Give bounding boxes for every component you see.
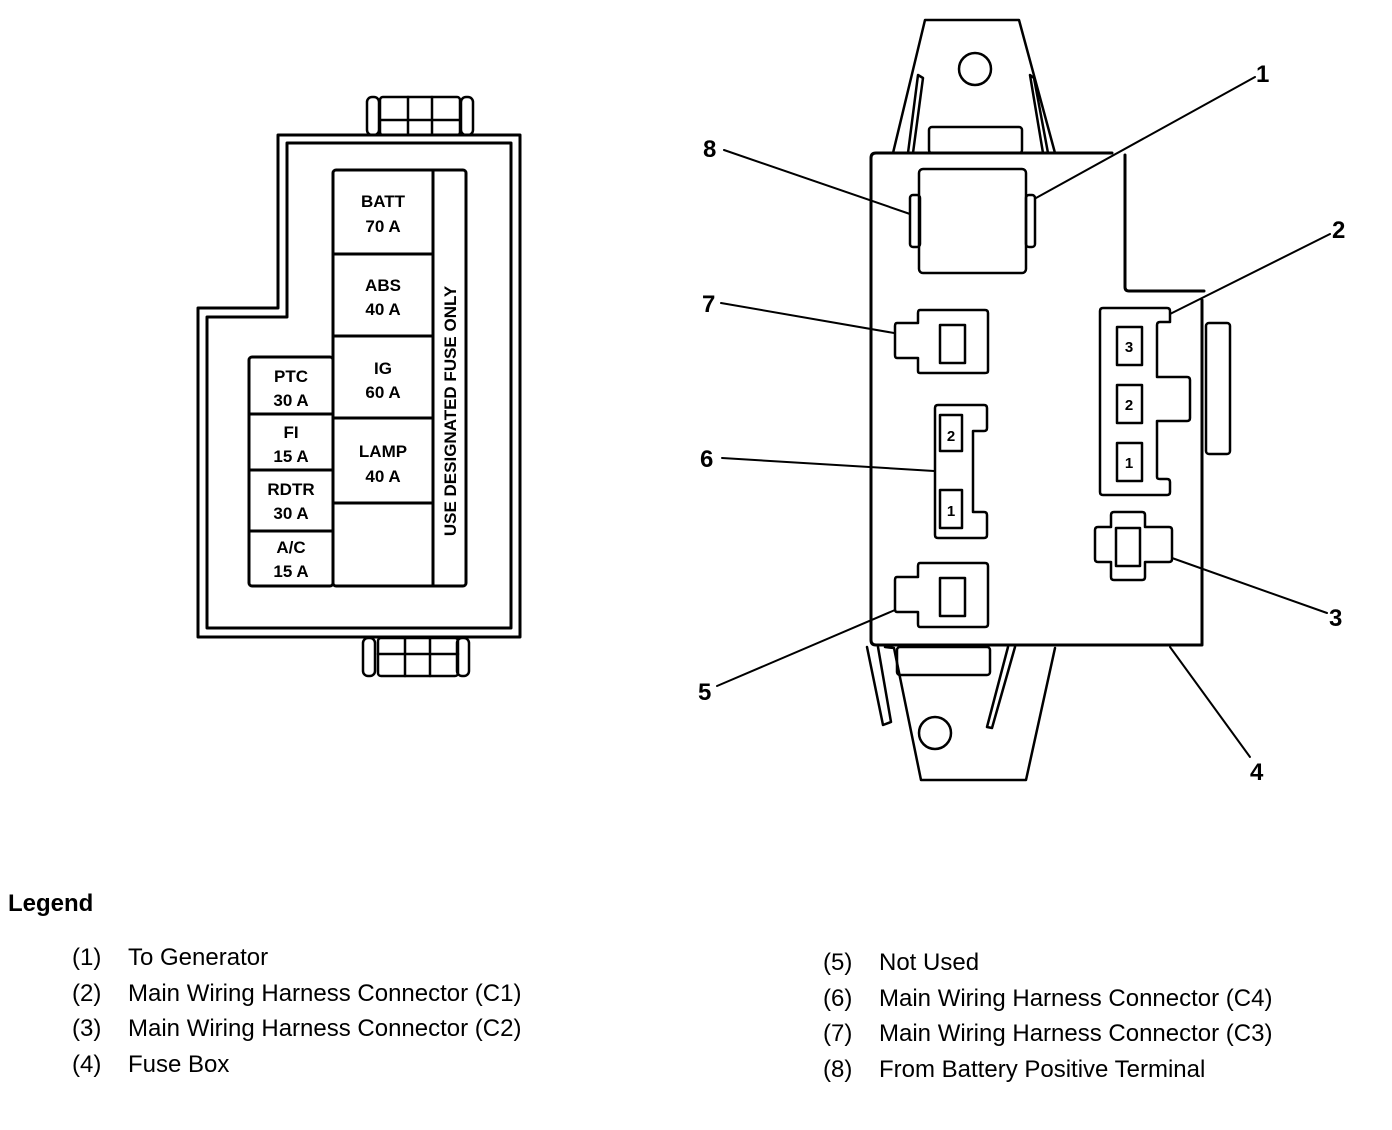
fuse-name: ABS bbox=[365, 276, 401, 295]
callout-2: 2 bbox=[1169, 217, 1345, 315]
callout-number: 8 bbox=[703, 136, 716, 163]
callout-number: 6 bbox=[700, 446, 713, 473]
callout-number: 3 bbox=[1329, 605, 1342, 632]
fuse-rating: 15 A bbox=[273, 562, 308, 581]
legend-title: Legend bbox=[8, 890, 94, 917]
legend-text: Main Wiring Harness Connector (C3) bbox=[879, 1020, 1273, 1047]
connector-c1: 3 2 1 bbox=[1098, 306, 1192, 497]
legend-text: To Generator bbox=[128, 944, 269, 971]
fuse-rating: 60 A bbox=[365, 383, 400, 402]
legend-text: Main Wiring Harness Connector (C2) bbox=[128, 1015, 522, 1042]
legend-item: (2) Main Wiring Harness Connector (C1) bbox=[72, 976, 521, 1012]
callout-number: 1 bbox=[1256, 61, 1269, 88]
connector-c2 bbox=[1093, 510, 1174, 582]
fuse-rating: 40 A bbox=[365, 300, 400, 319]
fuse-rating: 15 A bbox=[273, 447, 308, 466]
legend-item: (3) Main Wiring Harness Connector (C2) bbox=[72, 1011, 521, 1047]
legend-item: (5) Not Used bbox=[823, 945, 1272, 981]
callouts: 1 2 3 4 5 6 7 8 bbox=[698, 61, 1345, 786]
legend-number: (3) bbox=[72, 1015, 102, 1042]
mounting-hole-top bbox=[957, 51, 993, 87]
fuse-box-back-view: 2 1 3 2 1 bbox=[865, 18, 1232, 782]
pin-label: 1 bbox=[947, 503, 955, 520]
callout-5: 5 bbox=[698, 609, 896, 706]
legend-item: (8) From Battery Positive Terminal bbox=[823, 1052, 1272, 1088]
fuse-ac: A/C 15 A bbox=[273, 538, 308, 581]
fuse-name: LAMP bbox=[359, 442, 407, 461]
fuse-batt: BATT 70 A bbox=[361, 192, 406, 236]
fuse-abs: ABS 40 A bbox=[365, 276, 401, 319]
legend-text: From Battery Positive Terminal bbox=[879, 1055, 1206, 1083]
legend-item: (4) Fuse Box bbox=[72, 1047, 521, 1083]
fuse-rating: 70 A bbox=[365, 217, 400, 236]
legend-number: (5) bbox=[823, 949, 853, 976]
callout-number: 4 bbox=[1250, 759, 1264, 786]
connector-c3 bbox=[893, 308, 990, 375]
callout-number: 2 bbox=[1332, 217, 1345, 244]
legend-item: (6) Main Wiring Harness Connector (C4) bbox=[823, 981, 1272, 1017]
fuse-name: IG bbox=[374, 359, 392, 378]
use-designated-fuse-label: USE DESIGNATED FUSE ONLY bbox=[441, 285, 460, 536]
callout-6: 6 bbox=[700, 446, 935, 473]
callout-1: 1 bbox=[1035, 61, 1269, 199]
top-mounting-bracket bbox=[891, 18, 1057, 155]
bottom-connector-tab bbox=[361, 636, 471, 678]
fuse-name: FI bbox=[283, 423, 298, 442]
callout-number: 5 bbox=[698, 679, 711, 706]
pin-label: 2 bbox=[1125, 397, 1133, 414]
bottom-mounting-bracket bbox=[865, 645, 1057, 782]
fuse-fi: FI 15 A bbox=[273, 423, 308, 466]
legend-number: (6) bbox=[823, 984, 853, 1012]
callout-number: 7 bbox=[702, 291, 715, 318]
legend-number: (7) bbox=[823, 1020, 853, 1047]
legend-text: Fuse Box bbox=[128, 1050, 230, 1078]
fuse-box-body bbox=[869, 151, 1204, 647]
legend-item: (7) Main Wiring Harness Connector (C3) bbox=[823, 1016, 1272, 1052]
connector-not-used bbox=[893, 561, 990, 629]
legend-column-right: (5) Not Used (6) Main Wiring Harness Conne… bbox=[823, 945, 1272, 1087]
diagram-canvas: BATT 70 A ABS 40 A IG 60 A LAMP 40 A PTC… bbox=[196, 18, 1345, 786]
fuse-rdtr: RDTR 30 A bbox=[267, 480, 314, 523]
legend-number: (4) bbox=[72, 1050, 102, 1078]
pin-label: 2 bbox=[947, 428, 955, 445]
fuse-panel: BATT 70 A ABS 40 A IG 60 A LAMP 40 A PTC… bbox=[196, 95, 522, 678]
legend-column-left: (1) To Generator (2) Main Wiring Harness C… bbox=[72, 940, 521, 1082]
callout-8: 8 bbox=[703, 136, 911, 215]
pin-label: 3 bbox=[1125, 339, 1133, 356]
fuse-box-upper-edge bbox=[1123, 153, 1206, 293]
side-tab bbox=[1204, 321, 1232, 456]
mounting-hole-bottom bbox=[917, 715, 953, 751]
legend-text: Main Wiring Harness Connector (C4) bbox=[879, 984, 1273, 1012]
legend-number: (8) bbox=[823, 1055, 853, 1083]
fuse-name: RDTR bbox=[267, 480, 314, 499]
fuse-rating: 30 A bbox=[273, 504, 308, 523]
legend-number: (2) bbox=[72, 979, 102, 1007]
fuse-panel-housing-outer bbox=[196, 133, 522, 639]
fuse-rating: 40 A bbox=[365, 467, 400, 486]
pin-label: 1 bbox=[1125, 455, 1133, 472]
fuse-rating: 30 A bbox=[273, 391, 308, 410]
connector-c4: 2 1 bbox=[933, 403, 989, 540]
legend-text: Not Used bbox=[879, 949, 980, 976]
legend-text: Main Wiring Harness Connector (C1) bbox=[128, 979, 522, 1007]
fuse-ptc: PTC 30 A bbox=[273, 367, 308, 410]
fuse-ig: IG 60 A bbox=[365, 359, 400, 402]
fuse-name: A/C bbox=[276, 538, 305, 557]
fuse-grid bbox=[247, 168, 468, 588]
legend-item: (1) To Generator bbox=[72, 940, 521, 976]
callout-4: 4 bbox=[1169, 646, 1264, 786]
callout-3: 3 bbox=[1171, 557, 1342, 632]
legend-number: (1) bbox=[72, 944, 102, 971]
fuse-lamp: LAMP 40 A bbox=[359, 442, 407, 486]
fuse-panel-housing-inner bbox=[205, 141, 513, 630]
terminal-block-8-1 bbox=[908, 167, 1037, 275]
fuse-name: PTC bbox=[274, 367, 308, 386]
top-connector-tab bbox=[365, 95, 475, 137]
fuse-name: BATT bbox=[361, 192, 406, 211]
callout-7: 7 bbox=[702, 291, 895, 334]
